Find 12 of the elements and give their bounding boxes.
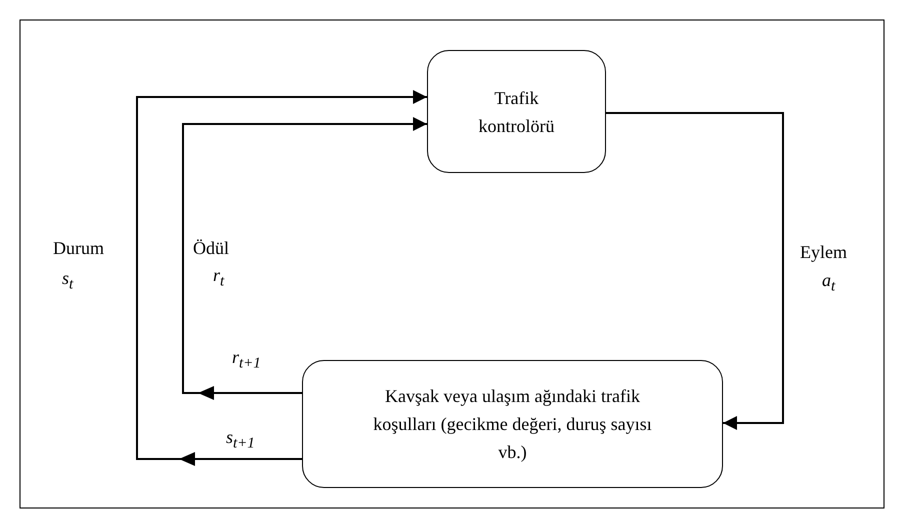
math-symbol: s$_{t}$ (62, 268, 74, 294)
signal-label: Eylem (800, 242, 847, 263)
process-box (302, 360, 723, 488)
box-text: Kavşak veya ulaşım ağındaki trafik koşulları (gecikme değeri, duruş sayısı vb.) (372, 385, 653, 464)
math-symbol: a$_{t}$ (822, 270, 836, 296)
math-symbol: r$_{t+1}$ (232, 347, 261, 373)
process-box (427, 50, 606, 173)
math-symbol: r$_{t}$ (213, 265, 224, 291)
box-text: Trafik kontrolörü (478, 86, 556, 138)
math-symbol: s$_{t+1}$ (226, 427, 255, 453)
signal-label: Ödül (193, 238, 229, 259)
signal-label: Durum (53, 238, 104, 259)
